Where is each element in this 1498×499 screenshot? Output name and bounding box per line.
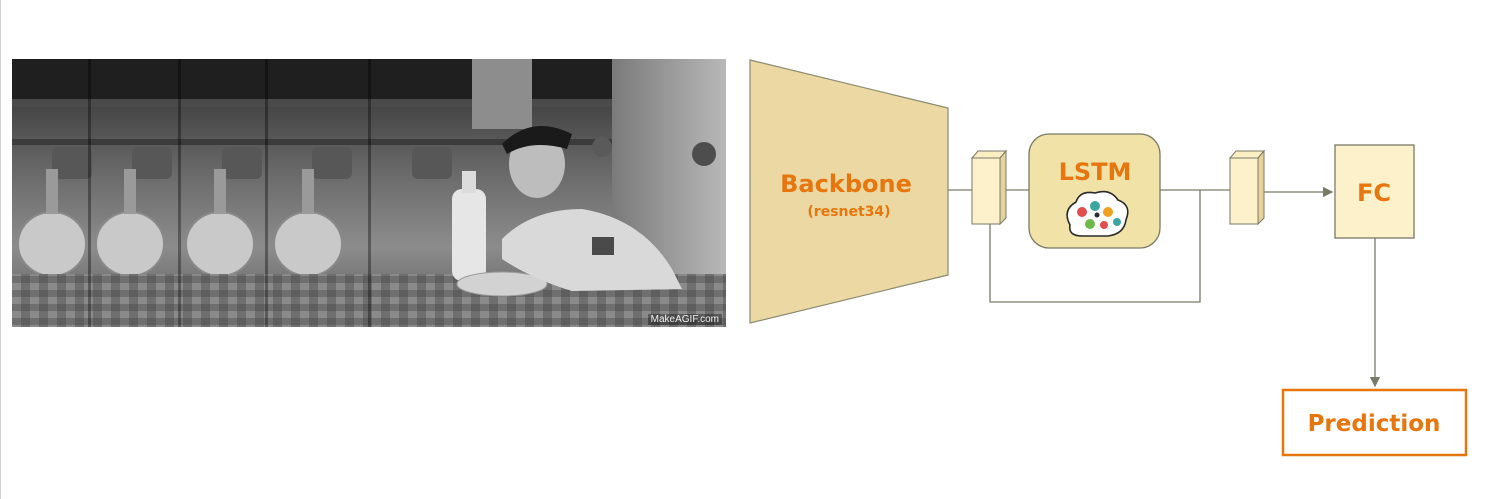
connector-lines [948,186,1381,388]
backbone-sublabel: (resnet34) [807,204,890,220]
page-left-border [0,0,1,499]
feature-vector-2 [1228,149,1266,226]
backbone-block [749,59,949,324]
watermark-text: MakeAGIF.com [647,314,722,325]
video-frames-image: MakeAGIF.com [12,59,726,327]
feature-vector-1 [970,149,1008,226]
fc-label: FC [1357,179,1391,207]
prediction-label: Prediction [1308,411,1441,437]
frame-divider [178,59,181,327]
lstm-label: LSTM [1059,158,1132,186]
fc-block [1334,144,1415,239]
frames-illustration [12,59,726,327]
prediction-block [1281,388,1468,457]
backbone-label: Backbone [780,170,912,198]
frame-divider [88,59,91,327]
lstm-block [1028,133,1161,249]
brain-gears-icon [1066,190,1129,237]
frame-divider [265,59,268,327]
frame-divider [368,59,371,327]
